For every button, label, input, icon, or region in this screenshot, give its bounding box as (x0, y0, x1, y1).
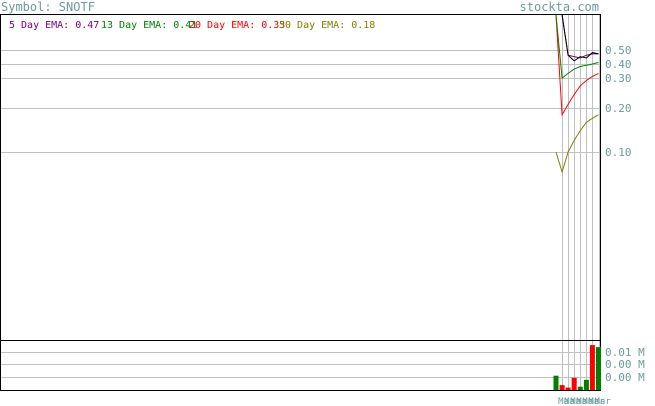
price-panel (0, 14, 601, 341)
date-tick-label: Mar (564, 397, 581, 406)
legend-entry: 13 Day EMA: 0.41 (101, 20, 197, 31)
volume-bars (553, 345, 601, 391)
price-series (555, 14, 599, 174)
volume-bar (589, 345, 595, 390)
price-axis: 0.500.400.30 0.20 0.10 (605, 44, 632, 159)
date-tick-label: Mar (582, 397, 599, 406)
price-tick-label: 0.30 (605, 72, 632, 85)
date-tick-label: Mar (570, 397, 587, 406)
legend-entry: 50 Day EMA: 0.18 (279, 20, 375, 31)
price-tick-label: 0.50 (605, 44, 632, 57)
volume-bar (583, 379, 589, 390)
volume-tick-label: 0.00 M (605, 358, 645, 371)
price-line (561, 14, 599, 62)
date-tick-label: Mar (558, 397, 575, 406)
legend-entry: 5 Day EMA: 0.47 (9, 20, 99, 31)
ema13-line (555, 14, 599, 79)
vertical-gridlines (562, 15, 600, 390)
date-tick-label: Mar (588, 397, 605, 406)
volume-bar (577, 386, 583, 390)
site-label[interactable]: stockta.com (520, 0, 599, 14)
date-tick-label: Mar (576, 397, 593, 406)
volume-tick-label: 0.01 M (605, 346, 645, 359)
legend-entry: 20 Day EMA: 0.33 (189, 20, 285, 31)
volume-axis: 0.01 M0.00 M0.00 M (605, 346, 645, 384)
volume-gridlines (1, 352, 600, 378)
price-tick-label: 0.20 (605, 102, 632, 115)
date-tick-label: Mar (595, 397, 612, 406)
ema50-line (555, 114, 599, 174)
price-tick-label: 0.10 (605, 146, 632, 159)
volume-tick-label: 0.00 M (605, 371, 645, 384)
ema20-line (555, 14, 599, 117)
volume-bar (596, 347, 601, 390)
volume-bar (559, 385, 565, 390)
volume-panel (0, 340, 601, 391)
volume-bar (565, 387, 571, 390)
volume-bar (553, 375, 559, 390)
price-tick-label: 0.40 (605, 58, 632, 71)
price-gridlines (1, 50, 600, 153)
volume-bar (571, 377, 577, 391)
symbol-label: Symbol: SNOTF (1, 0, 95, 14)
